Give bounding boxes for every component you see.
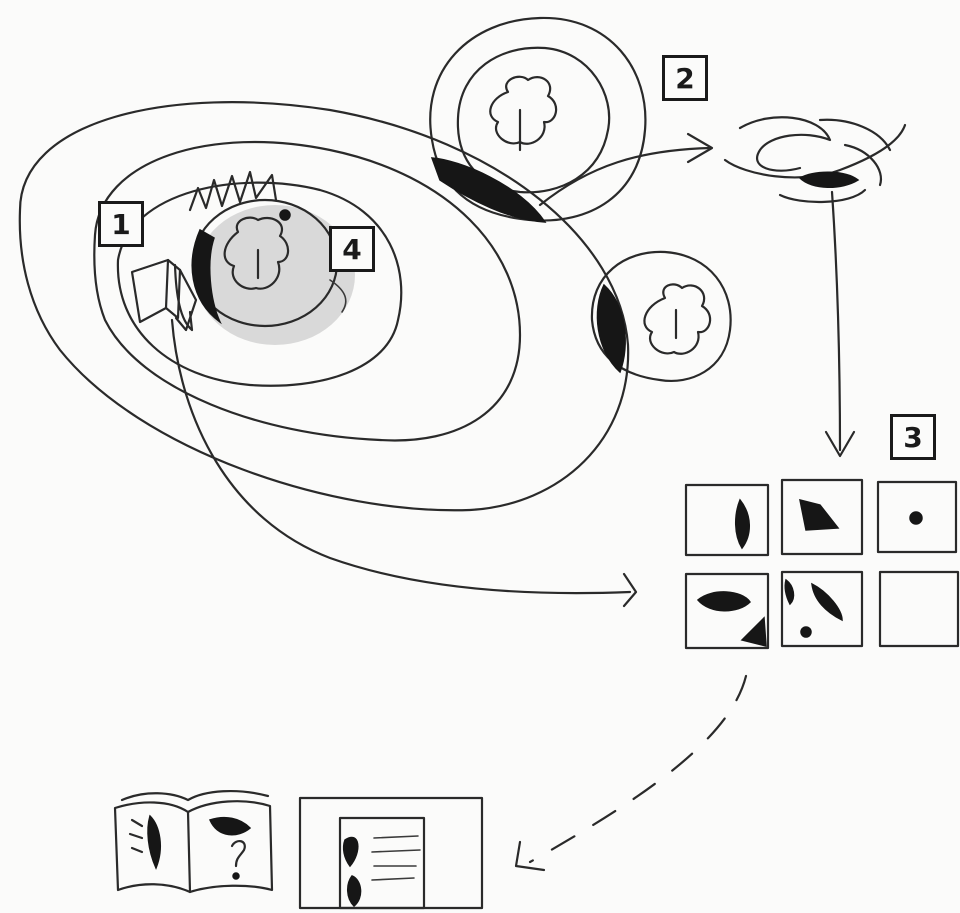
central-figure: [175, 172, 355, 345]
step-label-4: 4: [329, 226, 375, 272]
step-label-3: 3: [890, 414, 936, 460]
bubble-right: [592, 252, 731, 381]
panel-grid: [686, 480, 958, 648]
dashed-arrow: [516, 676, 746, 870]
step-label-1: 1: [98, 201, 144, 247]
arrow-to-2: [540, 134, 712, 205]
open-book-small: [132, 260, 196, 330]
swirl-figure: [725, 117, 905, 202]
bottom-frame: [300, 798, 482, 908]
open-book-large: [115, 791, 272, 892]
bubble-top: [430, 18, 645, 222]
step-label-2: 2: [662, 55, 708, 101]
arrow-to-3: [826, 192, 854, 456]
arrow-1-to-3: [172, 320, 636, 606]
